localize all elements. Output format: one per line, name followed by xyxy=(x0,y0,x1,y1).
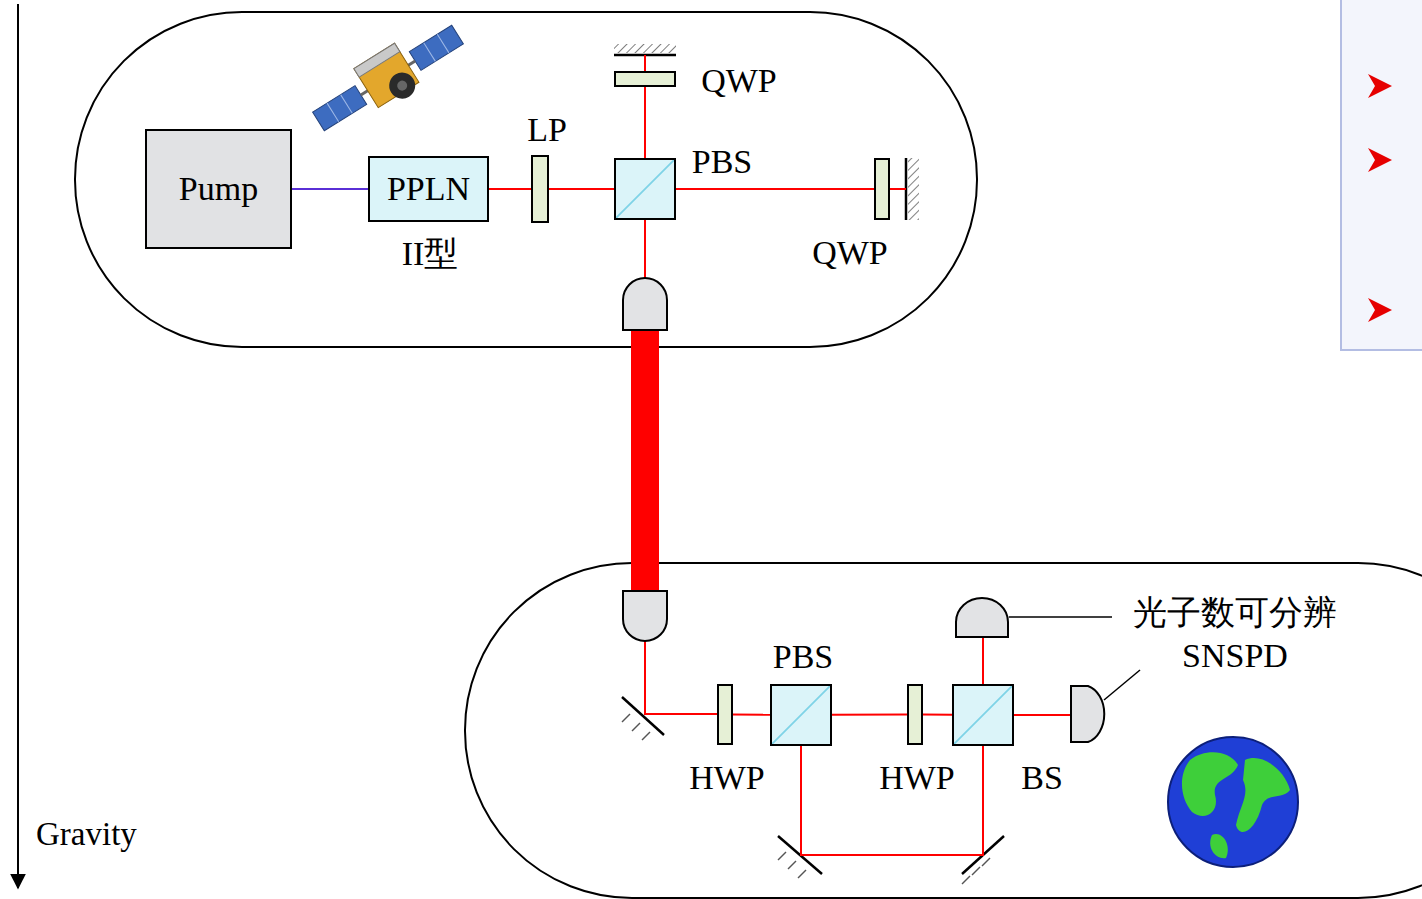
beam xyxy=(645,641,717,714)
waveplate: HWP xyxy=(717,684,733,745)
part-label: LP xyxy=(527,111,567,148)
satellite-icon xyxy=(313,86,367,131)
part-label: HWP xyxy=(689,759,765,796)
detector-label: 光子数可分辨 SNSPD xyxy=(1110,592,1360,677)
beam-splitter: BS xyxy=(952,684,1014,746)
box-label: Pump xyxy=(179,170,258,207)
part-label: II型 xyxy=(402,235,459,272)
beam xyxy=(982,637,984,684)
beam-path xyxy=(923,714,952,716)
mirror xyxy=(642,732,650,740)
part-label: PBS xyxy=(692,143,753,180)
side-panel xyxy=(1341,0,1422,350)
satellite-icon xyxy=(354,43,400,77)
box-label: PPLN xyxy=(387,170,470,207)
cube-diagonal xyxy=(954,686,1012,744)
beam xyxy=(1014,714,1071,716)
earth-icon xyxy=(1210,834,1228,858)
beam-path xyxy=(801,746,983,855)
beam-path xyxy=(832,714,907,716)
mirror xyxy=(972,867,980,875)
satellite-icon xyxy=(327,103,339,122)
mirror xyxy=(908,158,919,220)
mirror xyxy=(798,870,806,878)
satellite-icon xyxy=(424,43,436,62)
beam-splitter: PBS xyxy=(614,158,676,220)
cube-diagonal xyxy=(772,686,830,744)
detector xyxy=(623,278,1104,742)
gravity-arrow xyxy=(17,4,19,888)
leader-line xyxy=(1104,670,1140,700)
detector xyxy=(623,278,667,330)
mirror xyxy=(622,697,664,735)
part-label: PBS xyxy=(773,638,834,675)
waveplate: HWP xyxy=(907,684,923,745)
satellite-icon xyxy=(384,68,420,104)
mirror xyxy=(614,44,919,220)
leader-line xyxy=(1009,617,1140,700)
satellite-icon xyxy=(437,34,449,53)
earth-icon xyxy=(1168,737,1298,867)
mirror xyxy=(778,852,786,860)
satellite-icon xyxy=(395,79,409,93)
mirror xyxy=(982,858,990,866)
part-label: BS xyxy=(1021,759,1063,796)
axis-label: Gravity xyxy=(36,814,176,855)
pump-box: Pump xyxy=(145,129,292,249)
detector xyxy=(623,591,667,641)
mirror xyxy=(962,858,990,884)
beam-path xyxy=(549,188,614,190)
beam-path xyxy=(676,188,874,190)
beam xyxy=(645,55,1071,715)
beam-splitter: PBS xyxy=(770,684,832,746)
side-panel xyxy=(1368,298,1392,322)
mirror xyxy=(622,714,630,722)
satellite-icon xyxy=(305,12,472,144)
beam-path xyxy=(292,188,368,190)
polarizer: LP xyxy=(531,155,549,223)
leader-line xyxy=(1009,616,1112,618)
earth-icon xyxy=(1236,758,1290,832)
cube-diagonal xyxy=(616,160,674,218)
satellite-icon xyxy=(409,25,463,70)
ground-region xyxy=(465,563,1422,898)
cube-diagonal xyxy=(772,686,830,744)
mirror xyxy=(962,876,970,884)
mirror xyxy=(632,723,640,731)
cube-diagonal xyxy=(954,686,1012,744)
side-panel xyxy=(1368,148,1392,172)
free-space-link xyxy=(631,330,659,591)
beam xyxy=(644,220,646,279)
detector xyxy=(1071,686,1104,742)
mirror xyxy=(614,44,676,53)
satellite-region xyxy=(75,12,977,347)
beam xyxy=(644,55,646,71)
crystal-box: PPLNII型 xyxy=(368,156,489,222)
part-label: QWP xyxy=(701,62,777,99)
satellite-icon xyxy=(341,95,353,114)
beam-path xyxy=(489,188,531,190)
waveplate: QWP xyxy=(614,71,676,87)
mirror xyxy=(788,861,796,869)
side-panel xyxy=(1368,74,1392,98)
waveplate: QWP xyxy=(874,158,890,220)
beam-path xyxy=(644,87,646,158)
earth-icon xyxy=(1168,737,1298,867)
earth-icon xyxy=(1182,752,1238,816)
part-label: QWP xyxy=(812,234,888,271)
mirror xyxy=(622,714,650,740)
cube-diagonal xyxy=(616,160,674,218)
detector xyxy=(956,598,1008,637)
part-label: HWP xyxy=(879,759,955,796)
side-panel xyxy=(1341,0,1422,350)
beam-path xyxy=(733,714,770,716)
beam xyxy=(890,188,906,190)
